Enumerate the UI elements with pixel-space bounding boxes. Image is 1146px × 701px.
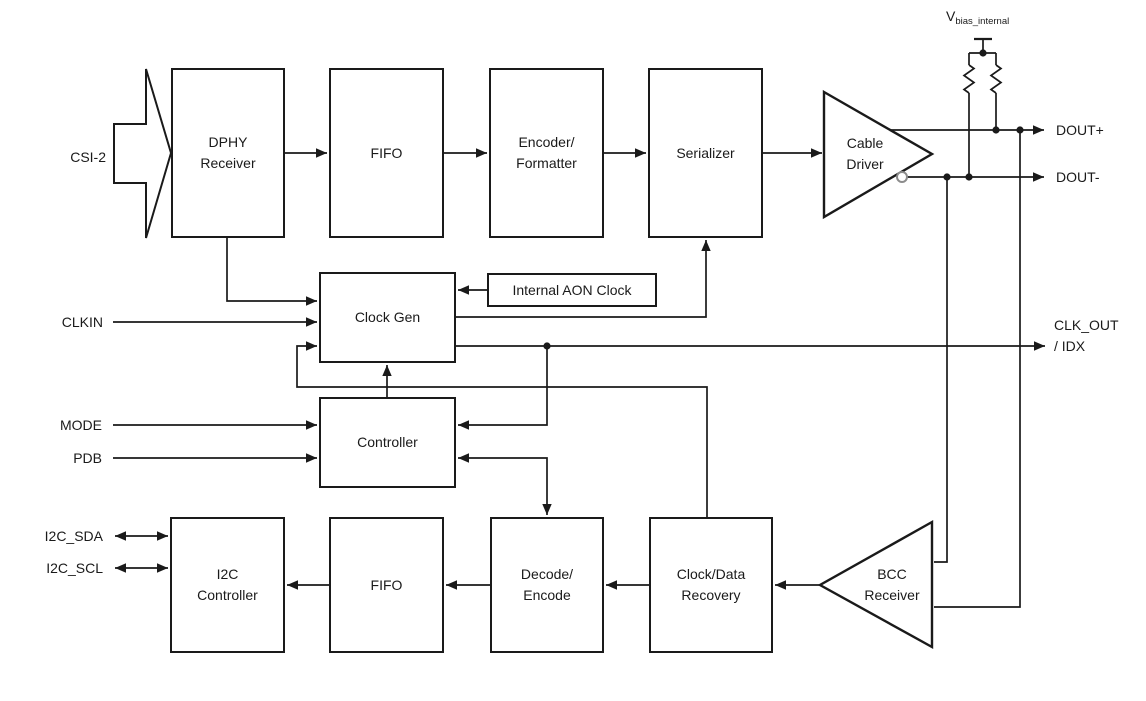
block-decode-encode: Decode/ Encode <box>490 517 604 653</box>
wire-doutminus-to-bcc <box>934 177 948 563</box>
block-serializer-label: Serializer <box>676 144 735 161</box>
block-fifo-top-label: FIFO <box>370 144 403 161</box>
block-controller: Controller <box>319 397 456 488</box>
block-clock-gen: Clock Gen <box>319 272 456 363</box>
bcc-receiver-label: BCC Receiver <box>864 566 920 603</box>
pin-label-csi2: CSI-2 <box>70 149 106 165</box>
pin-label-mode: MODE <box>60 417 102 433</box>
pin-label-clk-out-idx: CLK_OUT / IDX <box>1054 317 1119 354</box>
cable-driver-label-box: Cable Driver <box>824 120 906 188</box>
cable-driver-triangle <box>822 89 935 220</box>
cable-driver-label: Cable Driver <box>846 135 884 172</box>
block-dphy-receiver-label: DPHY Receiver <box>200 134 256 171</box>
vbias-sub-text: bias_internal <box>955 16 1010 27</box>
block-i2c-controller-label: I2C Controller <box>197 566 258 603</box>
block-fifo-bottom-label: FIFO <box>370 576 403 593</box>
pin-label-vbias-internal: Vbias_internal <box>946 6 1009 32</box>
bcc-receiver-triangle <box>817 519 934 650</box>
junction-doutminus-return <box>943 173 951 181</box>
vbias-main-text: V <box>946 8 956 24</box>
wire-doutplus-to-bcc <box>934 130 1021 608</box>
block-serializer: Serializer <box>648 68 763 238</box>
junction-doutplus-resistor <box>992 126 1000 134</box>
pin-label-i2c-sda: I2C_SDA <box>44 528 103 544</box>
block-clock-data-recovery-label: Clock/Data Recovery <box>676 566 746 603</box>
pin-label-i2c-scl: I2C_SCL <box>46 560 103 576</box>
pin-label-dout-plus: DOUT+ <box>1056 122 1104 138</box>
wire-clockgen-to-serializer <box>456 240 711 318</box>
block-encoder-formatter-label: Encoder/ Formatter <box>516 134 577 171</box>
pin-label-pdb: PDB <box>73 450 102 466</box>
pin-label-clkin: CLKIN <box>61 314 103 330</box>
junction-doutminus-resistor <box>965 173 973 181</box>
wire-dphy-to-clockgen <box>226 238 317 306</box>
block-decode-encode-label: Decode/ Encode <box>520 566 574 603</box>
resistor-left-zigzag <box>962 64 976 94</box>
wire-cdr-feedback-to-clockgen <box>296 341 708 517</box>
block-clock-data-recovery: Clock/Data Recovery <box>649 517 773 653</box>
pin-label-dout-minus: DOUT- <box>1056 169 1100 185</box>
wire-clkout-branch-to-controller <box>458 346 548 430</box>
block-fifo-top: FIFO <box>329 68 444 238</box>
bcc-receiver-label-box: BCC Receiver <box>848 553 936 617</box>
csi2-block-arrow <box>113 68 173 239</box>
wire-controller-decode <box>458 453 552 515</box>
block-encoder-formatter: Encoder/ Formatter <box>489 68 604 238</box>
block-i2c-controller: I2C Controller <box>170 517 285 653</box>
block-fifo-bottom: FIFO <box>329 517 444 653</box>
inverter-bubble <box>896 171 908 183</box>
junction-clkout-branch <box>543 342 551 350</box>
junction-doutplus-return <box>1016 126 1024 134</box>
block-internal-aon-clock: Internal AON Clock <box>487 273 657 307</box>
resistor-right-zigzag <box>989 64 1003 94</box>
block-internal-aon-clock-label: Internal AON Clock <box>512 281 632 298</box>
block-dphy-receiver: DPHY Receiver <box>171 68 285 238</box>
block-clock-gen-label: Clock Gen <box>354 309 421 325</box>
junction-vbias <box>979 49 987 57</box>
block-controller-label: Controller <box>357 434 418 450</box>
